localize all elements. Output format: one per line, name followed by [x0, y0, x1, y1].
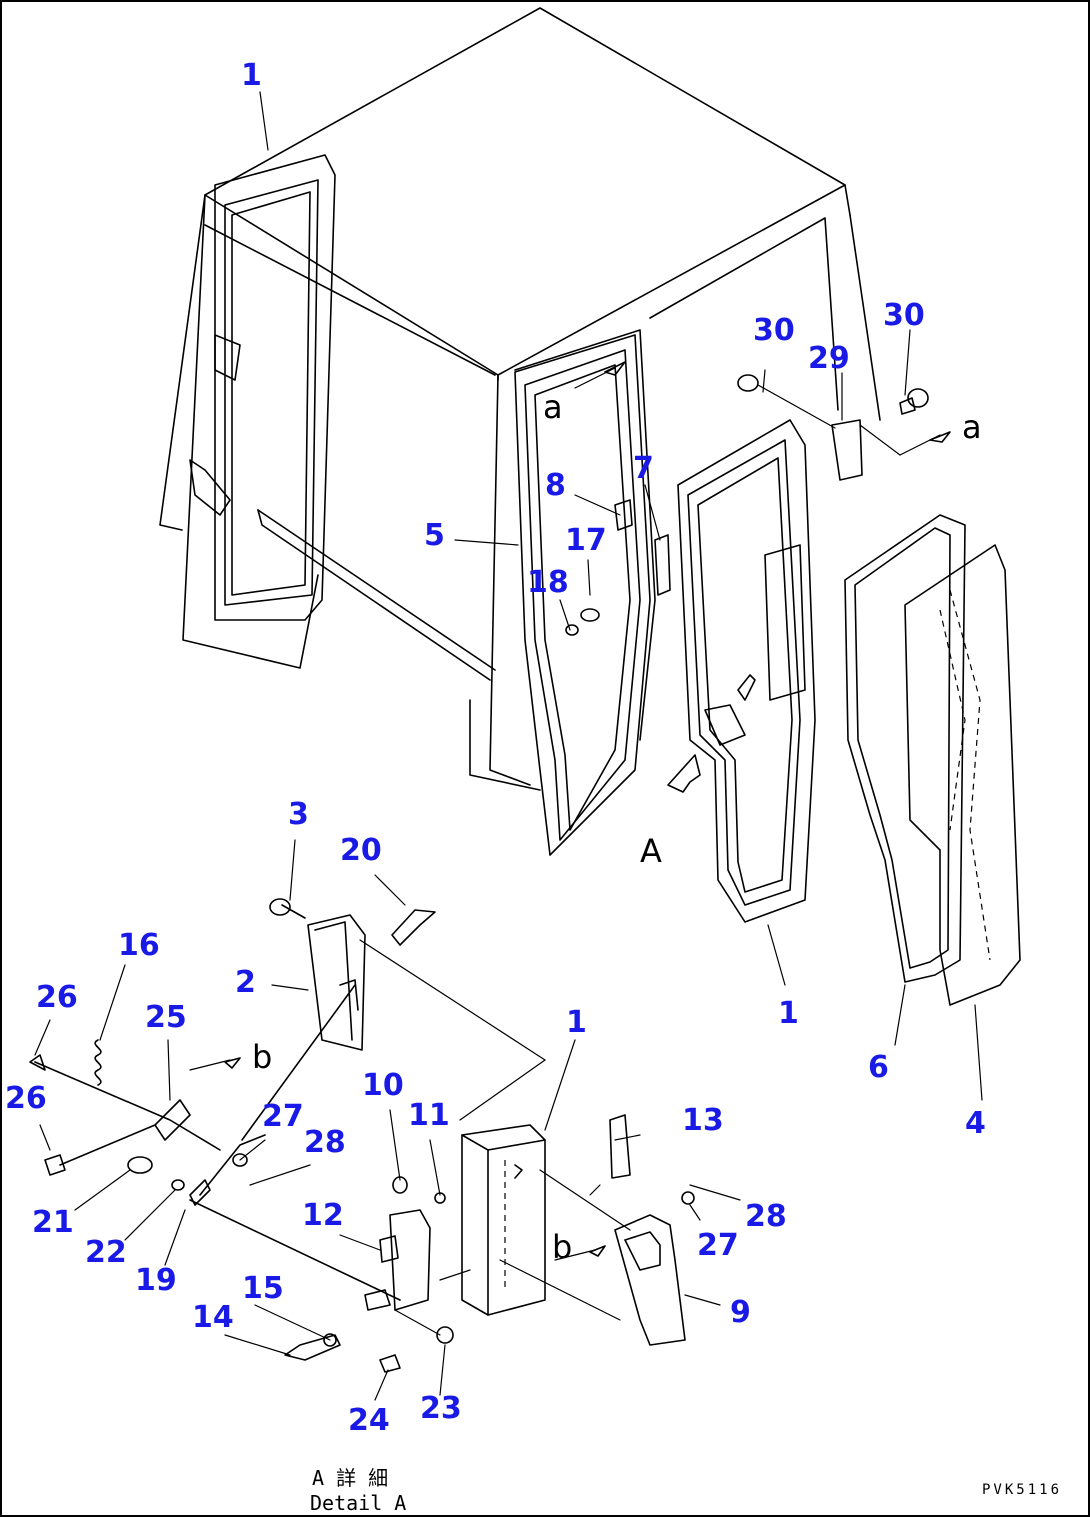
callout-23: 23 — [420, 1391, 462, 1426]
left-door-frame — [189, 154, 336, 621]
callout-2: 2 — [235, 965, 256, 1000]
cab-front-door — [514, 334, 651, 856]
latch-parts — [565, 499, 671, 636]
callout-14: 14 — [192, 1300, 234, 1335]
callout-18: 18 — [527, 565, 569, 600]
view-arrow-a — [667, 754, 701, 793]
callout-4: 4 — [965, 1106, 986, 1141]
hinge-bracket-29 — [574, 361, 951, 481]
callout-13: 13 — [682, 1103, 724, 1138]
callout-29: 29 — [808, 341, 850, 376]
callout-28-left: 28 — [304, 1125, 346, 1160]
detail-leader-lines — [34, 839, 721, 1401]
ref-letter-a-right: a — [962, 408, 982, 446]
callout-6: 6 — [868, 1050, 889, 1085]
leader-lines — [259, 91, 983, 1101]
door-assembly-1 — [677, 419, 816, 923]
callout-30-right: 30 — [883, 298, 925, 333]
callout-1-top-left: 1 — [241, 58, 262, 93]
callout-labels: 1 30 30 29 7 8 5 17 18 3 20 16 2 26 25 2… — [5, 58, 986, 1438]
callout-21: 21 — [32, 1205, 74, 1240]
caption-line-2: Detail A — [310, 1491, 406, 1515]
callout-3: 3 — [288, 797, 309, 832]
callout-16: 16 — [118, 928, 160, 963]
drawing-number: PVK5116 — [982, 1482, 1062, 1498]
caption-line-1: A 詳 細 — [312, 1466, 388, 1490]
callout-9: 9 — [730, 1295, 751, 1330]
callout-28-right: 28 — [745, 1199, 787, 1234]
detail-a — [29, 898, 741, 1373]
callout-15: 15 — [242, 1271, 284, 1306]
callout-30-left: 30 — [753, 313, 795, 348]
callout-25: 25 — [145, 1000, 187, 1035]
callout-26-top: 26 — [36, 980, 78, 1015]
callout-7: 7 — [633, 451, 654, 486]
view-letter-a: A — [640, 832, 662, 870]
reference-letters: a a b b A — [252, 388, 982, 1266]
callout-17: 17 — [565, 523, 607, 558]
callout-20: 20 — [340, 833, 382, 868]
callout-19: 19 — [135, 1263, 177, 1298]
callout-12: 12 — [302, 1198, 344, 1233]
callout-27-left: 27 — [262, 1099, 304, 1134]
callout-26-bottom: 26 — [5, 1081, 47, 1116]
ref-letter-b-bottom: b — [552, 1228, 572, 1266]
detail-caption: A 詳 細 Detail A — [310, 1466, 406, 1515]
ref-letter-b-top: b — [252, 1038, 272, 1076]
callout-11: 11 — [408, 1098, 450, 1133]
cab-body — [159, 7, 881, 791]
callout-5: 5 — [424, 518, 445, 553]
callout-8: 8 — [545, 468, 566, 503]
callout-10: 10 — [362, 1068, 404, 1103]
ref-letter-a-left: a — [543, 388, 563, 426]
callout-1-pillar: 1 — [566, 1005, 587, 1040]
glass-4 — [904, 544, 1021, 1006]
callout-27-right: 27 — [697, 1228, 739, 1263]
window-seal-6 — [844, 514, 966, 983]
callout-24: 24 — [348, 1403, 390, 1438]
callout-22: 22 — [85, 1235, 127, 1270]
callout-1-door: 1 — [778, 996, 799, 1031]
